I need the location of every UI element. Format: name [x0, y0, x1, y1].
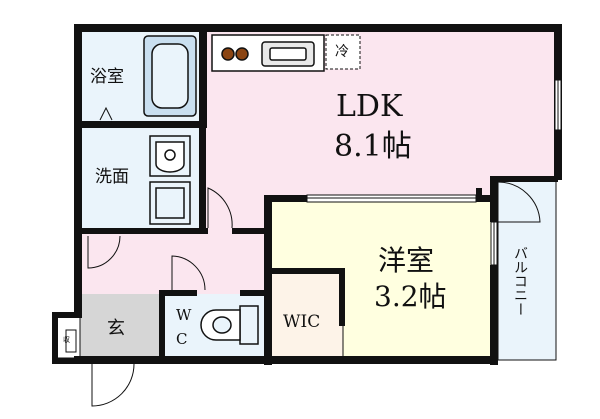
label-ldk-name: LDK: [336, 89, 403, 124]
balcony-door: [497, 181, 541, 223]
toilet: [200, 305, 259, 345]
label-washroom: 洗面: [95, 167, 129, 187]
label-fridge: 冷: [335, 44, 349, 60]
kitchen-counter: [211, 34, 325, 72]
label-wic: WIC: [283, 312, 320, 332]
label-bath: 浴室: [90, 67, 124, 87]
label-toilet-c: C: [176, 330, 187, 348]
hallway-floor: [80, 232, 268, 294]
walls: [52, 24, 562, 365]
fridge-space: [325, 34, 361, 70]
hall-door-left: [87, 235, 121, 269]
label-shoe: 収: [63, 336, 70, 344]
balcony-floor: [498, 180, 556, 360]
label-ldk-size: 8.1帖: [334, 129, 412, 164]
label-toilet-w: W: [176, 306, 192, 324]
wic-floor: [272, 272, 343, 359]
windows: [65, 79, 562, 353]
washroom-door: [207, 187, 233, 229]
toilet-door: [171, 255, 206, 291]
entrance-door: [91, 363, 135, 407]
label-entrance: 玄: [107, 318, 125, 339]
entrance-floor: [80, 294, 163, 358]
balcony-outline: [497, 179, 557, 361]
wash-basin: [149, 135, 191, 225]
bathtub: [143, 35, 197, 117]
label-balcony: バルコニー: [512, 246, 528, 316]
label-western-size: 3.2帖: [374, 280, 447, 313]
label-western-name: 洋室: [378, 244, 434, 277]
bath-door: [99, 106, 113, 121]
